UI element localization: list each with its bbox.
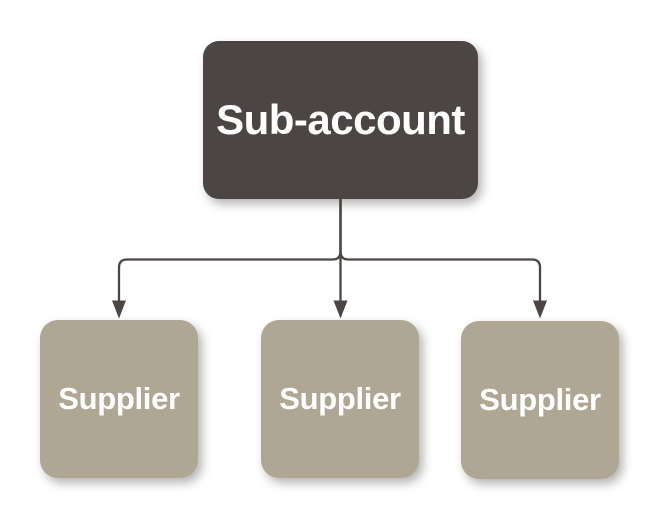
arrowhead-left-icon bbox=[112, 300, 126, 319]
node-supplier-3-label: Supplier bbox=[479, 382, 601, 417]
connector-right-branch bbox=[339, 199, 542, 302]
arrowhead-right-icon bbox=[533, 300, 547, 319]
node-supplier-1: Supplier bbox=[40, 320, 198, 478]
connector-left-branch bbox=[117, 199, 342, 302]
node-sub-account: Sub-account bbox=[203, 41, 478, 199]
node-supplier-2: Supplier bbox=[261, 320, 419, 478]
arrowhead-middle-icon bbox=[333, 300, 348, 319]
node-sub-account-label: Sub-account bbox=[216, 96, 465, 143]
node-supplier-2-label: Supplier bbox=[279, 381, 401, 416]
node-supplier-1-label: Supplier bbox=[58, 381, 180, 416]
node-supplier-3: Supplier bbox=[461, 321, 619, 479]
connector-group bbox=[112, 199, 547, 319]
